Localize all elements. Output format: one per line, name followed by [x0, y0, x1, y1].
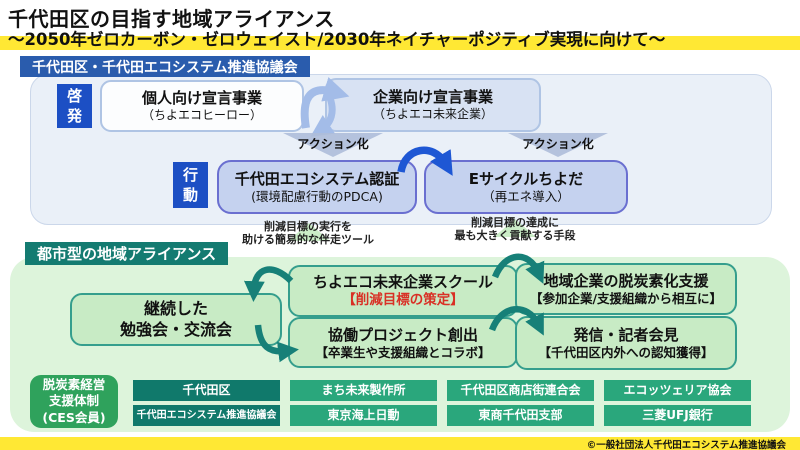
future-company-school-box: ちよエコ未来企業スクール 【削減目標の策定】 [288, 265, 518, 317]
corporate-declaration-subtitle: （ちよエコ未来企業） [372, 107, 493, 122]
stage-chip-action: 行動 [173, 162, 208, 208]
council-section-tab: 千代田区・千代田エコシステム推進協議会 [20, 56, 310, 77]
actionize-label-left: アクション化 [297, 137, 369, 151]
decarbonization-support-box: 地域企業の脱炭素化支援 【参加企業/支援組織から相互に】 [515, 263, 737, 315]
member-chiyoda-city: 千代田区 [133, 380, 280, 401]
member-tokio-marine: 東京海上日動 [290, 405, 437, 426]
ecycle-chiyoda-title: Eサイクルちよだ [468, 170, 584, 188]
member-mufg-bank: 三菱UFJ銀行 [604, 405, 751, 426]
member-tosho-chiyoda: 東商千代田支部 [447, 405, 594, 426]
study-meetup-line2: 勉強会・交流会 [119, 319, 232, 339]
note-contribution-means: 削減目標の達成に 最も大きく貢献する手段 [425, 216, 605, 243]
stage-chip-awareness-label: 啓発 [67, 86, 83, 125]
personal-declaration-box: 個人向け宣言事業 （ちよエコヒーロー） [100, 80, 304, 132]
corporate-declaration-title: 企業向け宣言事業 [372, 88, 493, 107]
member-machimirai: まち未来製作所 [290, 380, 437, 401]
personal-declaration-title: 個人向け宣言事業 [141, 89, 262, 108]
decarbonization-support-title: 地域企業の脱炭素化支援 [543, 272, 709, 290]
member-ecozzeria: エコッツェリア協会 [604, 380, 751, 401]
member-ecosystem-council: 千代田エコシステム推進協議会 [133, 405, 280, 426]
member-shoutengai-rengokai: 千代田区商店街連合会 [447, 380, 594, 401]
collab-project-title: 協働プロジェクト創出 [327, 325, 478, 344]
alliance-section-tab: 都市型の地域アライアンス [25, 242, 229, 265]
study-meetup-box: 継続した 勉強会・交流会 [70, 293, 282, 346]
ces-members-line1: 脱炭素経営 [42, 377, 106, 393]
collab-project-subtitle: 【卒業生や支援組織とコラボ】 [315, 344, 491, 360]
stage-chip-awareness: 啓発 [57, 84, 92, 128]
press-conference-subtitle: 【千代田区内外への認知獲得】 [538, 345, 714, 360]
ces-members-line2: 支援体制 [48, 393, 99, 409]
press-conference-title: 発信・記者会見 [573, 326, 679, 344]
corporate-declaration-box: 企業向け宣言事業 （ちよエコ未来企業） [325, 78, 541, 132]
future-company-school-title: ちよエコ未来企業スクール [312, 273, 493, 292]
ces-members-badge: 脱炭素経営 支援体制 (CES会員) [30, 375, 118, 428]
ecosystem-certification-title: 千代田エコシステム認証 [234, 170, 400, 188]
footer-bar: ©一般社団法人千代田エコシステム推進協議会 [0, 437, 800, 450]
future-company-school-subtitle: 【削減目標の策定】 [342, 292, 464, 309]
page-title: 千代田区の目指す地域アライアンス [8, 7, 335, 31]
study-meetup-line1: 継続した [143, 298, 208, 318]
personal-declaration-subtitle: （ちよエコヒーロー） [141, 108, 262, 123]
ecycle-chiyoda-subtitle: （再エネ導入） [482, 189, 570, 204]
note-contribution-means-line2: 最も大きく貢献する手段 [454, 228, 576, 242]
note-support-tool: 削減目標の実行を 助ける簡易的な伴走ツール [218, 220, 398, 247]
stage-chip-action-label: 行動 [183, 165, 199, 204]
press-conference-box: 発信・記者会見 【千代田区内外への認知獲得】 [515, 316, 737, 370]
note-support-tool-line2: 助ける簡易的な伴走ツール [242, 232, 374, 246]
actionize-label-right: アクション化 [522, 137, 594, 151]
ecosystem-certification-box: 千代田エコシステム認証 (環境配慮行動のPDCA) [217, 160, 417, 214]
decarbonization-support-subtitle: 【参加企業/支援組織から相互に】 [529, 291, 723, 306]
ecosystem-certification-subtitle: (環境配慮行動のPDCA) [251, 189, 383, 204]
subtitle-highlight-bar [0, 36, 800, 50]
collab-project-box: 協働プロジェクト創出 【卒業生や支援組織とコラボ】 [288, 317, 518, 368]
copyright-text: ©一般社団法人千代田エコシステム推進協議会 [586, 439, 786, 450]
ecycle-chiyoda-box: Eサイクルちよだ （再エネ導入） [424, 160, 628, 214]
page-subtitle: ～2050年ゼロカーボン・ゼロウェイスト/2030年ネイチャーポジティブ実現に向… [8, 30, 666, 49]
ces-members-line3: (CES会員) [42, 409, 106, 425]
